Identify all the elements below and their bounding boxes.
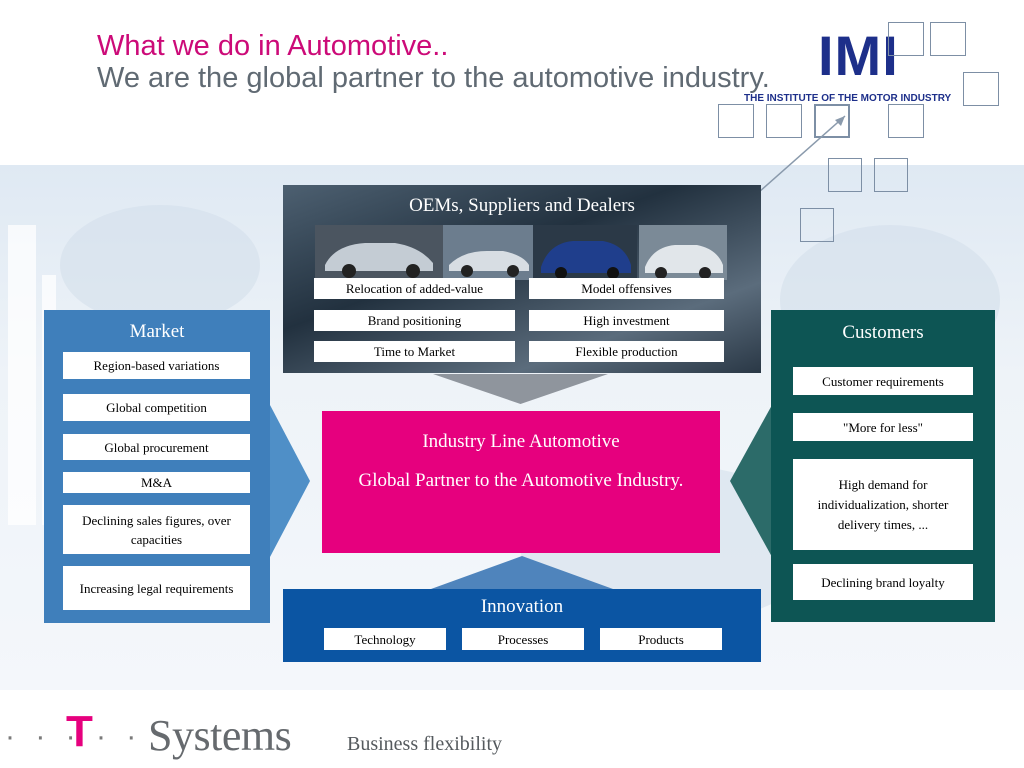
customers-item-high-demand: High demand for individualization, short… [793,459,973,550]
oem-item-model-offensives: Model offensives [529,278,724,299]
market-item-global-competition: Global competition [63,394,250,421]
oem-panel: OEMs, Suppliers and Dealers Relocation o… [283,185,761,373]
market-item-m-and-a: M&A [63,472,250,493]
industry-line-description: Global Partner to the Automotive Industr… [358,470,684,491]
footer-dots: · · · · · [5,720,143,753]
car-photo-4 [639,225,727,280]
market-panel-title: Market [129,321,185,342]
oem-item-relocation: Relocation of added-value [314,278,515,299]
t-systems-wordmark: Systems [148,711,292,760]
footer-slogan: Business flexibility [347,733,502,755]
oem-item-time-to-market: Time to Market [314,341,515,362]
page-title: What we do in Automotive.. [97,30,449,62]
market-item-legal-requirements: Increasing legal requirements [63,566,250,610]
market-item-declining-sales: Declining sales figures, over capacities [63,505,250,554]
oem-item-brand-positioning: Brand positioning [314,310,515,331]
innovation-panel: Innovation Technology Processes Products [283,589,761,662]
market-panel: Market Region-based variations Global co… [44,310,270,623]
industry-line-box: Industry Line Automotive Global Partner … [322,411,720,553]
market-item-global-procurement: Global procurement [63,434,250,460]
oem-panel-title: OEMs, Suppliers and Dealers [409,195,635,216]
imi-logo-tagline: THE INSTITUTE OF THE MOTOR INDUSTRY [744,93,952,104]
page-subtitle: We are the global partner to the automot… [97,62,770,94]
car-photo-3 [533,225,637,280]
market-item-region: Region-based variations [63,352,250,379]
customers-item-requirements: Customer requirements [793,367,973,395]
oem-item-high-investment: High investment [529,310,724,331]
innovation-item-technology: Technology [324,628,446,650]
innovation-item-products: Products [600,628,722,650]
industry-line-title: Industry Line Automotive [422,431,620,452]
oem-item-flexible-production: Flexible production [529,341,724,362]
customers-panel: Customers Customer requirements "More fo… [771,310,995,622]
customers-item-brand-loyalty: Declining brand loyalty [793,564,973,600]
innovation-item-processes: Processes [462,628,584,650]
customers-panel-title: Customers [842,322,924,343]
innovation-panel-title: Innovation [480,596,564,617]
car-photo-2 [443,225,533,280]
imi-logo-text: IMI [818,24,899,87]
car-photo-1 [315,225,443,280]
t-systems-t-logo: T [66,707,93,756]
footer [0,690,1024,768]
customers-item-more-for-less: "More for less" [793,413,973,441]
